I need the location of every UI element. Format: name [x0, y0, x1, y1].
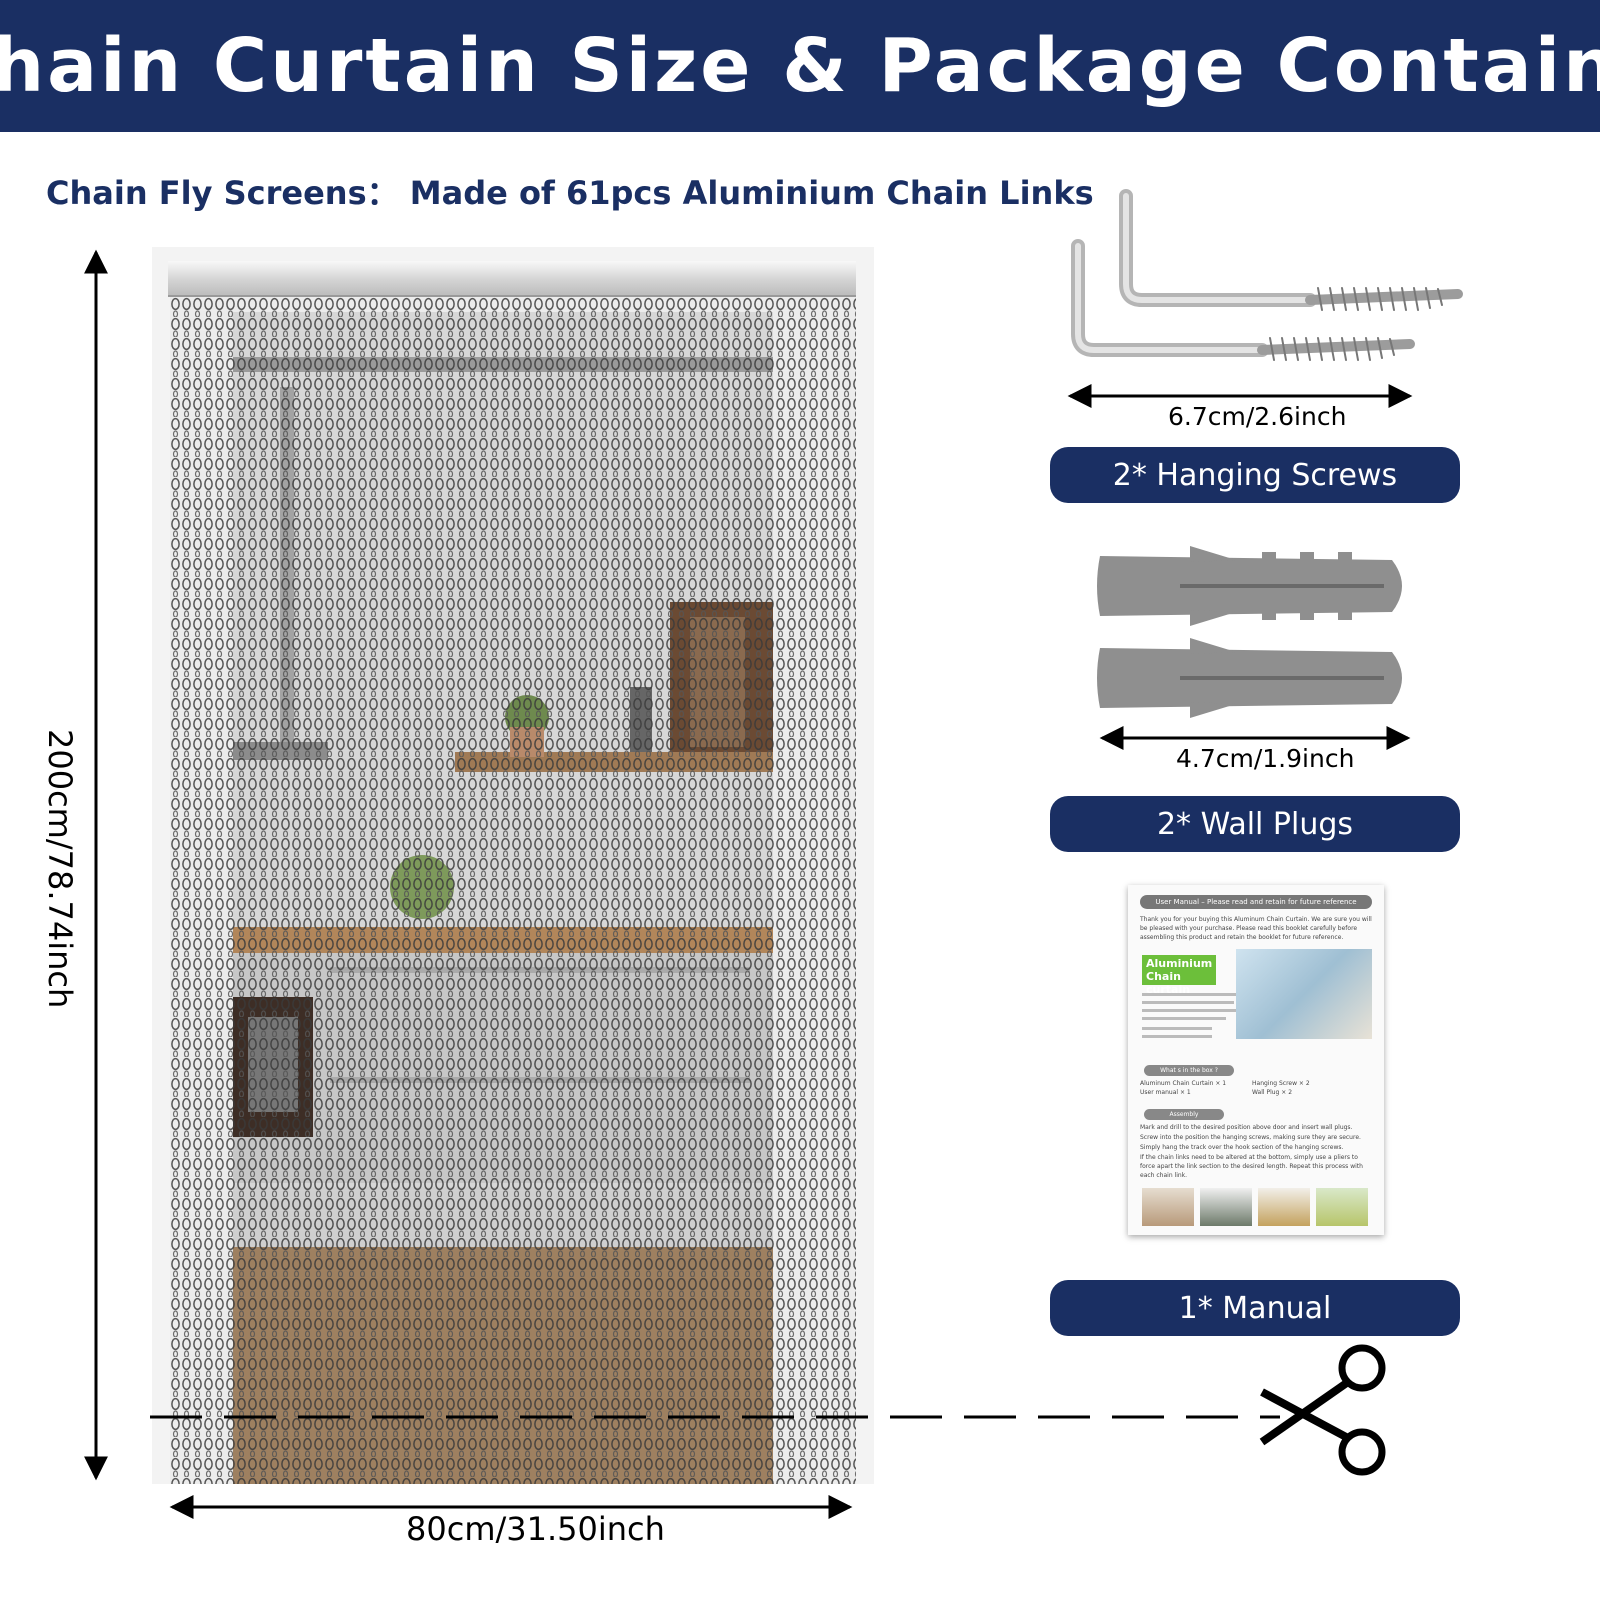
manual-booklet: User Manual – Please read and retain for… — [1128, 885, 1384, 1235]
manual-brand: Aluminium Chain curtain — [1142, 955, 1216, 996]
hanging-screws-pill: 2* Hanging Screws — [1050, 447, 1460, 503]
chain-curtain-image — [170, 297, 856, 1484]
manual-header: User Manual – Please read and retain for… — [1140, 895, 1372, 909]
manual-step-2: Screw into the position the hanging scre… — [1140, 1134, 1361, 1141]
subtitle: Chain Fly Screens： Made of 61pcs Alumini… — [46, 174, 1094, 212]
hanging-screw-icon — [1071, 189, 1463, 361]
wall-plug-icon — [1097, 546, 1402, 718]
screw-dimension-label: 6.7cm/2.6inch — [1168, 402, 1347, 431]
height-dimension-label: 200cm/78.74inch — [41, 729, 79, 1009]
manual-assembly-tag: Assembly — [1144, 1109, 1224, 1120]
chain-curtain-scene — [170, 297, 856, 1484]
manual-step-4: If the chain links need to be altered at… — [1140, 1154, 1363, 1179]
manual-pill: 1* Manual — [1050, 1280, 1460, 1336]
manual-step-1: Mark and drill to the desired position a… — [1140, 1124, 1353, 1131]
manual-box-tag: What s in the box ? — [1144, 1065, 1234, 1076]
page-title: Chain Curtain Size & Package Contains — [0, 23, 1600, 109]
wall-plugs-pill: 2* Wall Plugs — [1050, 796, 1460, 852]
title-banner: Chain Curtain Size & Package Contains — [0, 0, 1600, 132]
manual-photo — [1236, 949, 1372, 1039]
manual-box-item-2: User manual × 1 — [1140, 1089, 1191, 1096]
manual-box-item-3: Hanging Screw × 2 — [1252, 1080, 1310, 1087]
hanging-screws-label: 2* Hanging Screws — [1112, 457, 1398, 493]
width-dimension-label: 80cm/31.50inch — [406, 1510, 665, 1548]
wall-plugs-label: 2* Wall Plugs — [1156, 806, 1354, 842]
manual-label: 1* Manual — [1178, 1290, 1332, 1326]
manual-step-3: Simply hang the track over the hook sect… — [1140, 1144, 1344, 1151]
manual-thumb-3 — [1258, 1188, 1310, 1226]
manual-thumb-2 — [1200, 1188, 1252, 1226]
manual-intro: Thank you for your buying this Aluminum … — [1140, 916, 1372, 941]
plug-dimension-label: 4.7cm/1.9inch — [1176, 744, 1355, 773]
curtain-rail — [168, 261, 856, 297]
manual-box-item-1: Aluminum Chain Curtain × 1 — [1140, 1080, 1227, 1087]
manual-thumb-4 — [1316, 1188, 1368, 1226]
manual-box-item-4: Wall Plug × 2 — [1252, 1089, 1293, 1096]
scissors-icon — [1259, 1344, 1386, 1476]
manual-thumb-1 — [1142, 1188, 1194, 1226]
